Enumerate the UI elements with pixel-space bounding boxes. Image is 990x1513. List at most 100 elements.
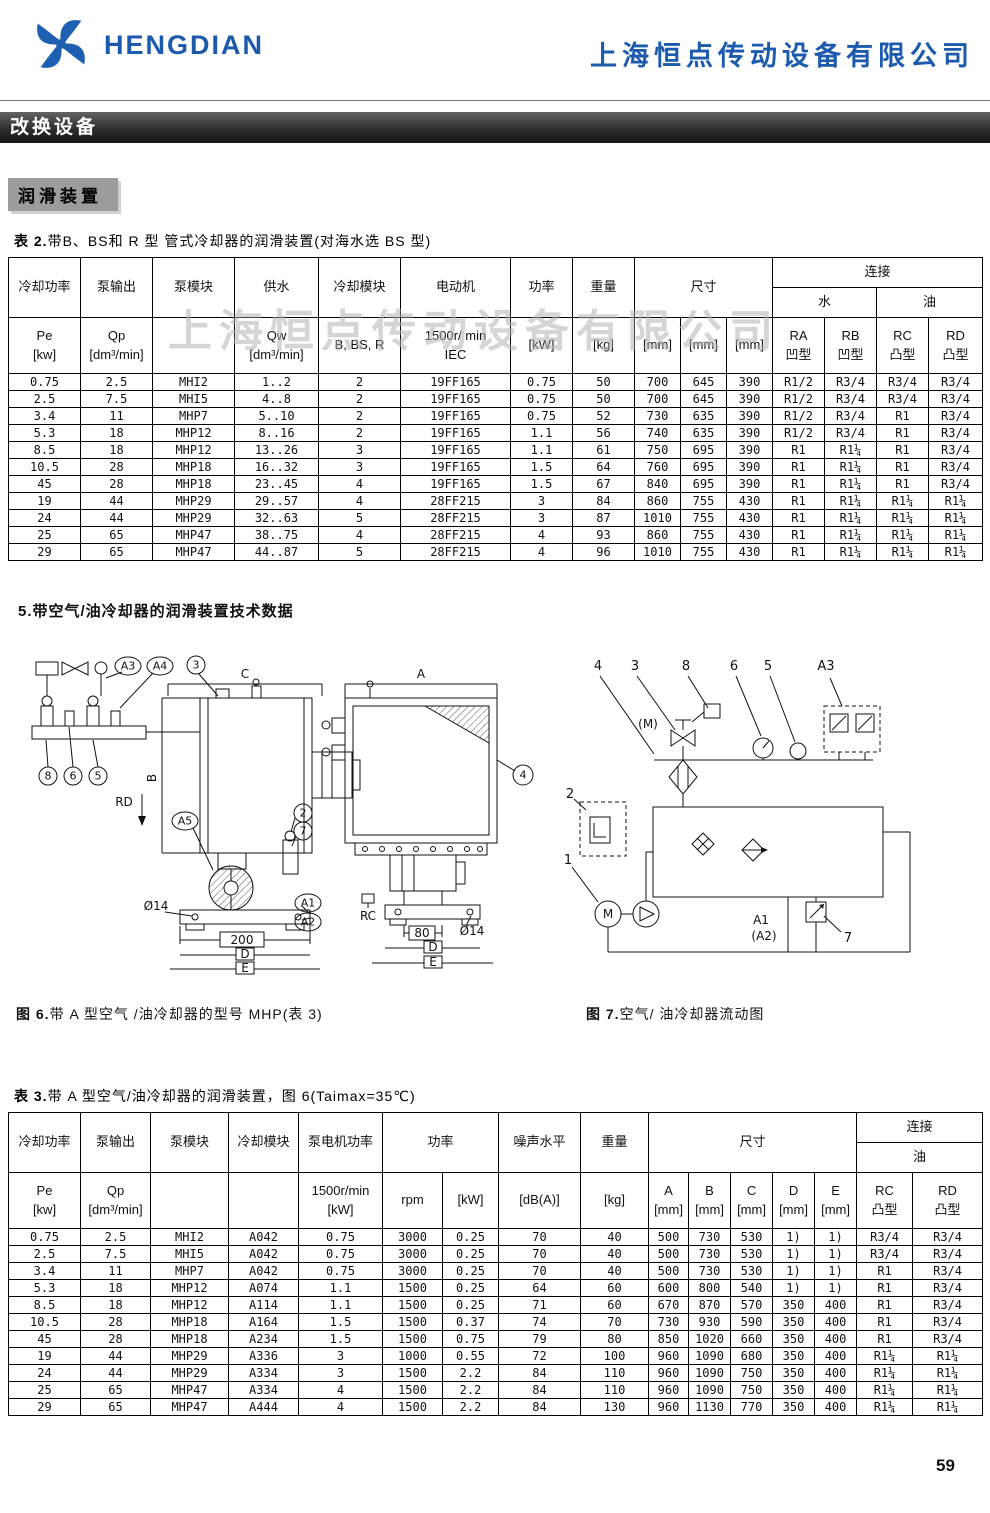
table-cell: 70 bbox=[498, 1228, 582, 1246]
table-cell: 4 bbox=[318, 526, 401, 544]
table-cell: 1.1 bbox=[298, 1296, 383, 1314]
fig6-label-8: 8 bbox=[45, 770, 52, 783]
table-cell: 930 bbox=[688, 1313, 732, 1331]
table-cell: 645 bbox=[680, 390, 727, 408]
table-cell: 755 bbox=[680, 509, 727, 527]
fig7-label-5: 5 bbox=[764, 659, 772, 674]
table-cell: 10.5 bbox=[8, 458, 81, 476]
section-bar: 改换设备 bbox=[0, 112, 990, 143]
table2-unit-ra: RA 凹型 bbox=[772, 317, 825, 374]
table3-unit-motor-kw: 1500r/min [kW] bbox=[298, 1172, 383, 1229]
fig6-label-7: 7 bbox=[300, 825, 307, 838]
table-cell: 1090 bbox=[688, 1347, 732, 1365]
table-cell: 24 bbox=[8, 1364, 81, 1382]
table-cell: 1) bbox=[772, 1279, 816, 1297]
table-cell: MHP7 bbox=[152, 407, 235, 425]
table-cell: 0.25 bbox=[441, 1279, 500, 1297]
table-cell: 390 bbox=[726, 458, 773, 476]
figure6-caption: 图 6.带 A 型空气 /油冷却器的型号 MHP(表 3) bbox=[16, 1004, 323, 1024]
table3-col-pump-motor-power: 泵电机功率 bbox=[298, 1112, 383, 1173]
table-cell: 71 bbox=[498, 1296, 582, 1314]
table-cell: 19FF165 bbox=[400, 458, 511, 476]
table-cell: 1000 bbox=[382, 1347, 443, 1365]
table2-col-cooling-module: 冷却模块 bbox=[318, 257, 401, 318]
table3-caption-text: 带 A 型空气/油冷却器的润滑装置，图 6(Taimax=35℃) bbox=[47, 1088, 416, 1104]
fig6-label-dim-b: B bbox=[145, 774, 159, 782]
table-cell: R1¼ bbox=[856, 1381, 914, 1399]
table-cell: 1) bbox=[772, 1228, 816, 1246]
table3-unit-rc: RC 凸型 bbox=[856, 1172, 914, 1229]
table-cell: MHP18 bbox=[150, 1330, 229, 1348]
table-cell: 4 bbox=[318, 492, 401, 510]
table-cell: R3/4 bbox=[912, 1228, 984, 1246]
table-cell: 350 bbox=[772, 1398, 816, 1416]
table-cell: 19 bbox=[8, 492, 81, 510]
table-cell: 19 bbox=[8, 1347, 81, 1365]
table-cell: 350 bbox=[772, 1296, 816, 1314]
table-cell: 18 bbox=[80, 441, 153, 459]
table-cell: A042 bbox=[228, 1245, 299, 1263]
table-cell: 1130 bbox=[688, 1398, 732, 1416]
table-cell: 0.25 bbox=[441, 1228, 500, 1246]
table2-col-water: 水 bbox=[772, 287, 877, 318]
fig6-label-a5: A5 bbox=[178, 815, 193, 828]
fig6-label-dia14-left: Ø14 bbox=[144, 899, 169, 913]
table-cell: MHP29 bbox=[150, 1364, 229, 1382]
figure7-caption: 图 7.空气/ 油冷却器流动图 bbox=[586, 1004, 764, 1024]
table-cell: R1 bbox=[876, 424, 929, 442]
table-cell: 730 bbox=[634, 407, 681, 425]
table-cell: 400 bbox=[814, 1296, 858, 1314]
table-cell: 1.5 bbox=[298, 1330, 383, 1348]
table-cell: R1¼ bbox=[876, 509, 929, 527]
table-cell: R1¼ bbox=[824, 458, 877, 476]
table2-col-motor: 电动机 bbox=[400, 257, 511, 318]
table-cell: 400 bbox=[814, 1398, 858, 1416]
table-cell: 1500 bbox=[382, 1279, 443, 1297]
table-cell: 0.75 bbox=[8, 1228, 81, 1246]
table-cell: 3000 bbox=[382, 1245, 443, 1263]
table-cell: R3/4 bbox=[824, 424, 877, 442]
table3-col-oil: 油 bbox=[856, 1142, 984, 1173]
table3-unit-rd: RD 凸型 bbox=[912, 1172, 984, 1229]
fig7-label-a2: (A2) bbox=[751, 929, 776, 943]
table-cell: R1/2 bbox=[772, 407, 825, 425]
table-cell: 2.2 bbox=[441, 1364, 500, 1382]
table-cell: 400 bbox=[814, 1364, 858, 1382]
table-cell: 350 bbox=[772, 1313, 816, 1331]
table3-col-dimensions: 尺寸 bbox=[648, 1112, 858, 1173]
table3-col-pump-output: 泵输出 bbox=[80, 1112, 151, 1173]
table2-unit-kg: [kg] bbox=[572, 317, 635, 374]
table-cell: 350 bbox=[772, 1364, 816, 1382]
table-cell: 695 bbox=[680, 458, 727, 476]
table-cell: R3/4 bbox=[927, 390, 984, 408]
table-cell: 430 bbox=[726, 509, 773, 527]
fig7-label-6: 6 bbox=[730, 659, 738, 674]
table-cell: R1¼ bbox=[876, 492, 929, 510]
table-cell: 79 bbox=[498, 1330, 582, 1348]
table-cell: 635 bbox=[680, 424, 727, 442]
table-cell: 44 bbox=[80, 1364, 151, 1382]
table-cell: A334 bbox=[228, 1364, 299, 1382]
table-cell: R1 bbox=[772, 475, 825, 493]
table-cell: 19FF165 bbox=[400, 407, 511, 425]
table-cell: R3/4 bbox=[856, 1228, 914, 1246]
fig7-label-1: 1 bbox=[564, 853, 572, 868]
table-cell: R1¼ bbox=[927, 526, 984, 544]
table-cell: R1¼ bbox=[824, 475, 877, 493]
table-cell: R1 bbox=[856, 1330, 914, 1348]
fig6-label-80: 80 bbox=[414, 926, 429, 940]
table3-unit-kw: [kW] bbox=[441, 1172, 500, 1229]
fig6-label-a2: A2 bbox=[301, 916, 316, 929]
table-cell: MHP12 bbox=[152, 424, 235, 442]
table2-unit-qp: Qp [dm³/min] bbox=[80, 317, 153, 374]
table-cell: 3.4 bbox=[8, 1262, 81, 1280]
table-cell: 70 bbox=[580, 1313, 650, 1331]
fig6-label-rd: RD bbox=[115, 795, 133, 809]
table-cell: 3000 bbox=[382, 1262, 443, 1280]
table-cell: 0.75 bbox=[510, 373, 573, 391]
table-cell: 65 bbox=[80, 1381, 151, 1399]
table-cell: R3/4 bbox=[927, 373, 984, 391]
fig6-labels: A3 A4 3 C A 8 6 5 RD B A5 2 7 Ø14 200 D … bbox=[45, 659, 527, 976]
